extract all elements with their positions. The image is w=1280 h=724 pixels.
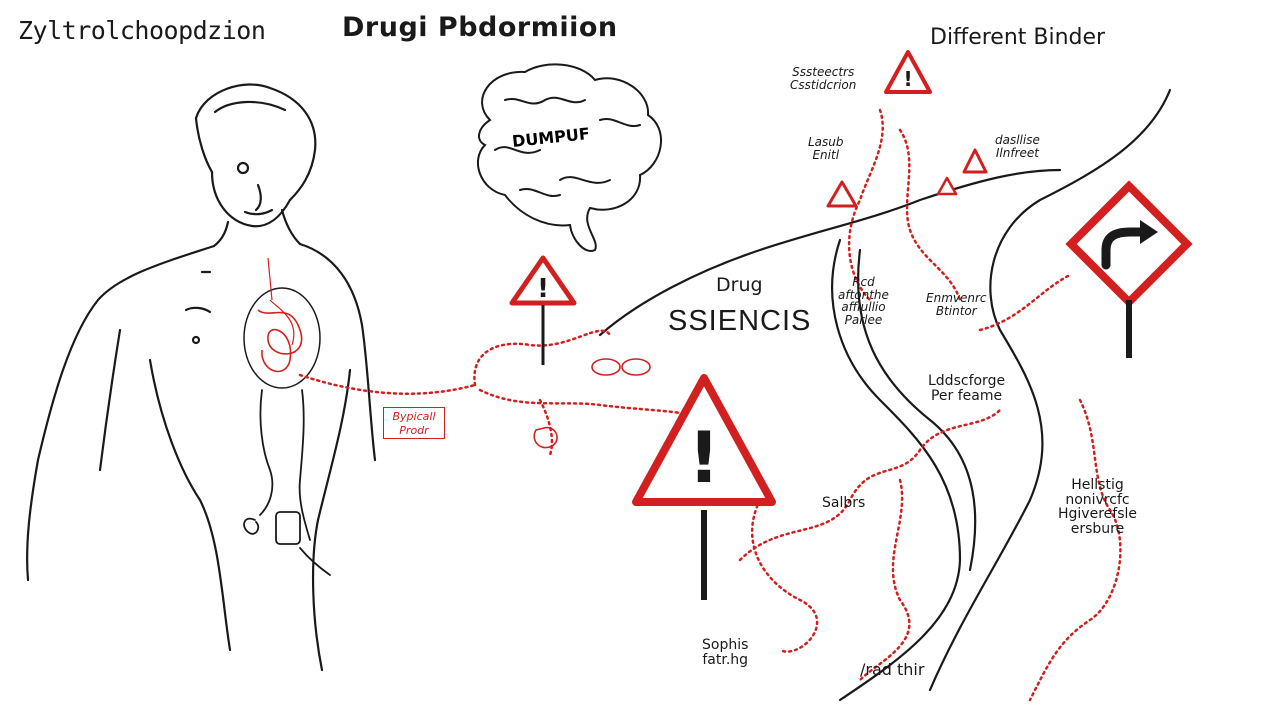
warning-sign-icon: !	[509, 255, 577, 365]
annotation-rcd: Rcd aftonthe afflullio Parlee	[838, 275, 889, 327]
right-title: Different Binder	[930, 25, 1106, 50]
human-figure	[26, 83, 377, 672]
annotation-salbrs: Salbrs	[822, 495, 866, 511]
turn-right-sign-icon	[1065, 180, 1193, 358]
svg-text:!: !	[903, 67, 912, 91]
warning-sign-icon: !	[826, 50, 988, 208]
annotation-dasllise: dasllise Ilnfreet	[995, 133, 1040, 160]
left-title: Zyltrolchoopdzion	[18, 16, 266, 45]
brain-icon	[476, 63, 663, 252]
boxed-note: Bypicall Prodr	[383, 407, 445, 439]
center-title: Drugi Pbdormiion	[342, 12, 618, 43]
ssiencis-label: SSIENCIS	[668, 305, 812, 337]
pill-icon	[533, 358, 651, 449]
annotation-enmvenrc: Enmvenrc Btintor	[926, 291, 987, 318]
annotation-lddscforge: Lddscforge Per feame	[928, 373, 1006, 404]
warning-sign-icon: !	[632, 374, 776, 600]
annotation-lasub: Lasub Enitl	[808, 135, 844, 162]
svg-text:!: !	[688, 417, 720, 499]
annotation-top-warning: Sssteectrs Csstidcrion	[790, 65, 857, 92]
annotation-hellstig: Hellstig nonivrcfc Hgiverefsle ersbure	[1058, 477, 1137, 538]
annotation-sophis: Sophis fatr.hg	[702, 637, 749, 668]
organ	[243, 257, 321, 389]
lower-organs	[243, 389, 331, 576]
annotation-radthir: /rad thir	[860, 660, 925, 679]
road	[598, 88, 1172, 702]
red-dotted-paths	[298, 108, 1122, 702]
svg-text:!: !	[537, 274, 549, 304]
drug-label: Drug	[716, 274, 763, 296]
